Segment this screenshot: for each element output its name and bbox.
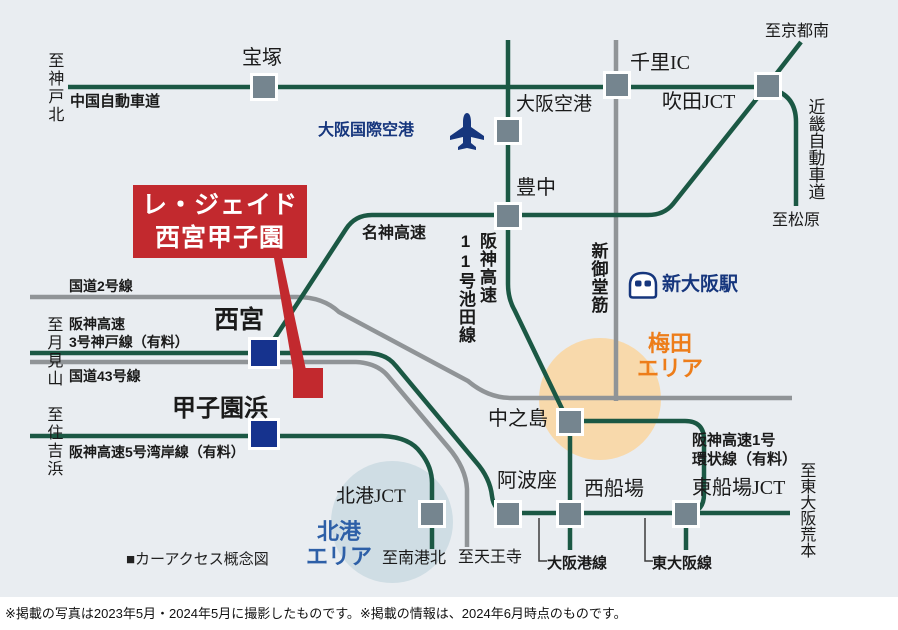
label-shin-osaka-station: 新大阪駅 <box>662 274 739 295</box>
dest-matsubara: 至松原 <box>772 212 821 229</box>
node-takarazuka <box>250 73 278 101</box>
dest-higashiosaka-aramoto: 至東大阪荒本 <box>797 462 815 558</box>
node-nishisenba <box>556 500 584 528</box>
node-osaka-airport <box>494 117 522 145</box>
label-umeda-area: 梅田 エリア <box>636 331 703 381</box>
node-toyonaka <box>494 202 522 230</box>
dest-kobe-kita: 至神戸北 <box>45 52 63 124</box>
node-senri-ic <box>603 71 631 99</box>
dest-sumiyoshihama: 至住吉浜 <box>44 406 62 478</box>
label-higashiosaka-line: 東大阪線 <box>652 555 713 572</box>
node-nakanoshima <box>556 408 584 436</box>
footer-bar: ※掲載の写真は2023年5月・2024年5月に撮影したものです。※掲載の情報は、… <box>0 597 898 630</box>
label-wangan5-line: 阪神高速5号湾岸線（有料） <box>69 444 245 460</box>
label-takarazuka: 宝塚 <box>242 47 282 69</box>
node-suita-jct <box>754 72 782 100</box>
node-nishinomiya-ic <box>248 337 280 369</box>
label-route2: 国道2号線 <box>69 278 133 294</box>
higashiosaka-leader-line <box>644 518 653 562</box>
label-itami-airport: 大阪国際空港 <box>318 122 415 139</box>
dest-tsukimiyama: 至月見山 <box>44 316 62 388</box>
footer-note: ※掲載の写真は2023年5月・2024年5月に撮影したものです。※掲載の情報は、… <box>5 606 627 621</box>
node-koshienhama-ic <box>248 418 280 450</box>
label-kobe3-line: 阪神高速 3号神戸線（有料） <box>69 316 189 350</box>
label-higashisenba-jct: 東船場JCT <box>692 477 786 499</box>
road-ikeda-line <box>505 40 569 418</box>
road-route2 <box>30 294 792 401</box>
map-caption: ■カーアクセス概念図 <box>126 551 269 568</box>
label-meishin-expwy: 名神高速 <box>362 225 427 242</box>
label-osaka-airport: 大阪空港 <box>516 94 593 115</box>
label-suita-jct: 吹田JCT <box>662 91 736 113</box>
label-nakanoshima: 中之島 <box>488 408 548 430</box>
road-kinki-expwy <box>770 86 799 206</box>
label-nishinomiya: 西宮 <box>214 307 265 334</box>
property-callout: レ・ジェイド 西宮甲子園 <box>133 185 307 258</box>
label-chugoku-expwy: 中国自動車道 <box>70 93 161 110</box>
dest-kyoto-minami: 至京都南 <box>765 23 830 40</box>
dest-tennoji: 至天王寺 <box>458 549 523 566</box>
label-kanjo1-line: 阪神高速1号 環状線（有料） <box>692 432 798 468</box>
label-kinki-expwy: 近畿自動車道 <box>805 98 825 200</box>
osakako-leader-line <box>538 518 547 562</box>
road-wangan5-line <box>30 433 435 549</box>
callout-pointer <box>274 258 306 370</box>
label-nishisenba: 西船場 <box>584 478 644 500</box>
node-awaza <box>494 500 522 528</box>
label-hokko-jct: 北港JCT <box>336 486 406 507</box>
label-awaza: 阿波座 <box>497 470 557 492</box>
label-koshienhama: 甲子園浜 <box>172 396 268 422</box>
label-osakako-line: 大阪港線 <box>547 555 608 572</box>
node-hokko-jct <box>418 500 446 528</box>
airplane-icon <box>450 113 484 150</box>
label-hokko-area: 北港 エリア <box>305 519 372 569</box>
node-property-location <box>293 368 323 398</box>
dest-nanko-kita: 至南港北 <box>382 550 447 567</box>
label-shin-midosuji: 新御堂筋 <box>588 242 608 314</box>
road-route43 <box>30 359 470 547</box>
label-toyonaka: 豊中 <box>516 177 556 199</box>
label-ikeda-line: 阪神高速 11号池田線 <box>456 232 496 344</box>
shinkansen-icon <box>628 271 658 299</box>
label-senri-ic: 千里IC <box>630 52 690 74</box>
node-higashisenba-jct <box>672 500 700 528</box>
hokko-area-circle <box>331 461 453 583</box>
label-route43: 国道43号線 <box>69 368 141 384</box>
